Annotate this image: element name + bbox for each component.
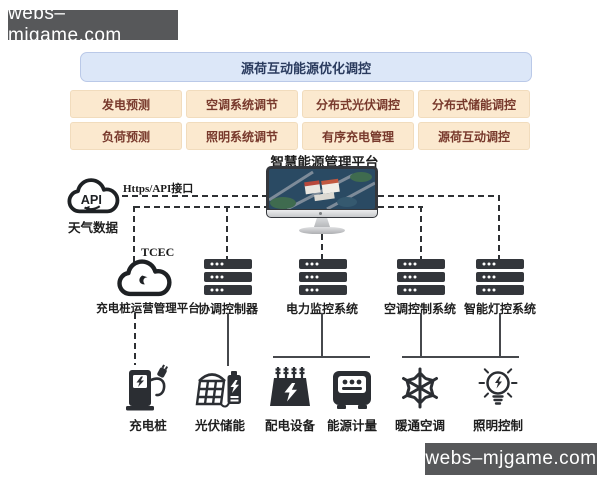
connector-light-drop (499, 313, 501, 357)
tcec-link-label: TCEC (141, 245, 175, 259)
device-power-distribution: 配电设备 (252, 364, 328, 434)
connector-hvac-light-bus (402, 356, 519, 358)
module-box: 发电预测 (70, 90, 182, 118)
api-cloud-icon: API (67, 178, 120, 214)
subsystem-label-coordinator: 协调控制器 (197, 302, 258, 316)
connector-ac-drop (420, 313, 422, 357)
connector-bus-right (378, 206, 423, 209)
pv-storage-icon (195, 371, 241, 408)
subsystem-label-light-control: 智能灯控系统 (463, 302, 536, 316)
connector-drop-coordinator (226, 206, 229, 259)
connector-drop-ac-system (420, 206, 423, 259)
watermark-bottom: webs–mjgame.com (425, 443, 597, 475)
device-lighting: 照明控制 (460, 364, 536, 434)
charging-cloud-icon (117, 259, 172, 297)
optimization-banner: 源荷互动能源优化调控 (80, 52, 532, 82)
connector-platform-to-lighting-system (378, 195, 500, 198)
monitor-logo-dot (319, 212, 322, 215)
server-stack-icon (204, 259, 252, 295)
module-box: 分布式光伏调控 (302, 90, 414, 118)
hvac-snowflake-icon (402, 367, 438, 409)
monitor-stand-base (299, 227, 345, 234)
subsystem-label-ac-control: 空调控制系统 (383, 302, 456, 316)
module-box: 有序充电管理 (302, 122, 414, 150)
connector-bus-left (134, 206, 267, 209)
module-box: 负荷预测 (70, 122, 182, 150)
server-stack-icon (299, 259, 347, 295)
monitor-stand-neck (314, 218, 330, 227)
watermark-top: webs–mjgame.com (8, 3, 178, 46)
monitor-screen-image (269, 169, 375, 209)
server-stack-icon (397, 259, 445, 295)
connector-api-to-platform (112, 195, 267, 198)
power-distribution-icon (270, 367, 310, 406)
connector-power-bus (273, 356, 370, 358)
connector-platform-to-power-system (321, 234, 324, 259)
module-box: 源荷互动调控 (418, 122, 530, 150)
charging-pile-icon (126, 364, 169, 411)
light-bulb-icon (478, 368, 518, 405)
monitor-chin (267, 210, 377, 217)
module-box: 空调系统调节 (186, 90, 298, 118)
device-label: 暖通空调 (394, 419, 445, 433)
device-hvac: 暖通空调 (382, 364, 458, 434)
device-charging-pile: 充电桩 (110, 364, 186, 434)
connector-drop-charging-cloud (133, 206, 136, 262)
weather-data-label: 天气数据 (67, 221, 118, 235)
module-box: 分布式储能调控 (418, 90, 530, 118)
svg-text:API: API (81, 193, 102, 207)
device-energy-meter: 能源计量 (314, 364, 390, 434)
charging-platform-label: 充电桩运营管理平台 (96, 303, 200, 315)
device-label: 照明控制 (472, 419, 523, 433)
api-link-label: Https/API接口 (123, 183, 194, 195)
device-label: 配电设备 (264, 419, 315, 433)
connector-drop-lighting-system (498, 195, 501, 259)
device-label: 能源计量 (326, 419, 377, 433)
module-box: 照明系统调节 (186, 122, 298, 150)
energy-meter-icon (333, 371, 371, 409)
connector-power-drop (321, 313, 323, 357)
device-label: 光伏储能 (194, 419, 245, 433)
connector-cloud-to-charging-pile (134, 313, 137, 365)
device-pv-storage: 光伏储能 (182, 364, 258, 434)
connector-coordinator-to-pv (227, 313, 229, 366)
subsystem-label-power-monitor: 电力监控系统 (285, 302, 358, 316)
device-label: 充电桩 (129, 419, 167, 433)
server-stack-icon (476, 259, 524, 295)
platform-monitor (266, 166, 378, 218)
